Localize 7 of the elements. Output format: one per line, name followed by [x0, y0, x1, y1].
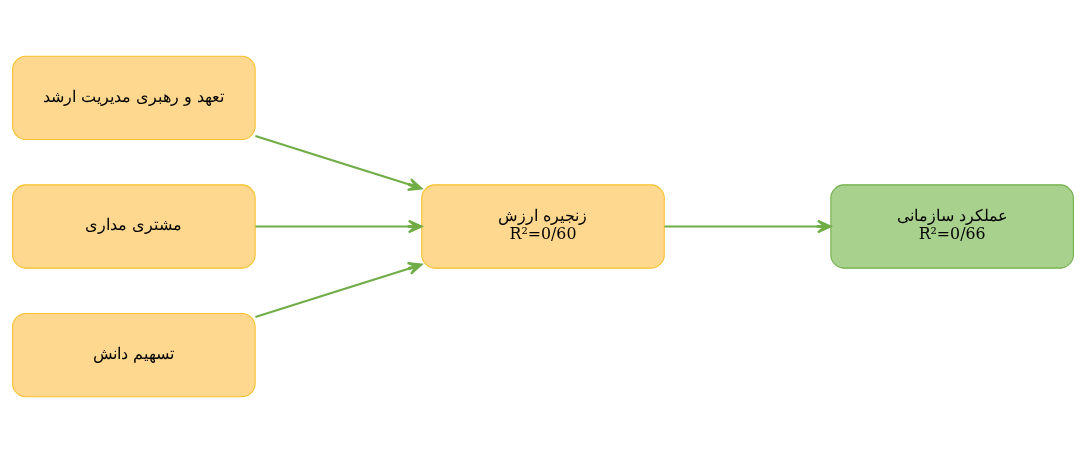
node-box: مشتری مداری — [12, 184, 256, 269]
arrow — [664, 219, 832, 234]
arrow — [255, 219, 423, 234]
node-box: تعهد و رهبری مدیریت ارشد — [12, 55, 256, 141]
arrow — [255, 134, 423, 192]
node-box: تسهیم دانش — [12, 312, 256, 398]
arrow — [255, 261, 423, 319]
